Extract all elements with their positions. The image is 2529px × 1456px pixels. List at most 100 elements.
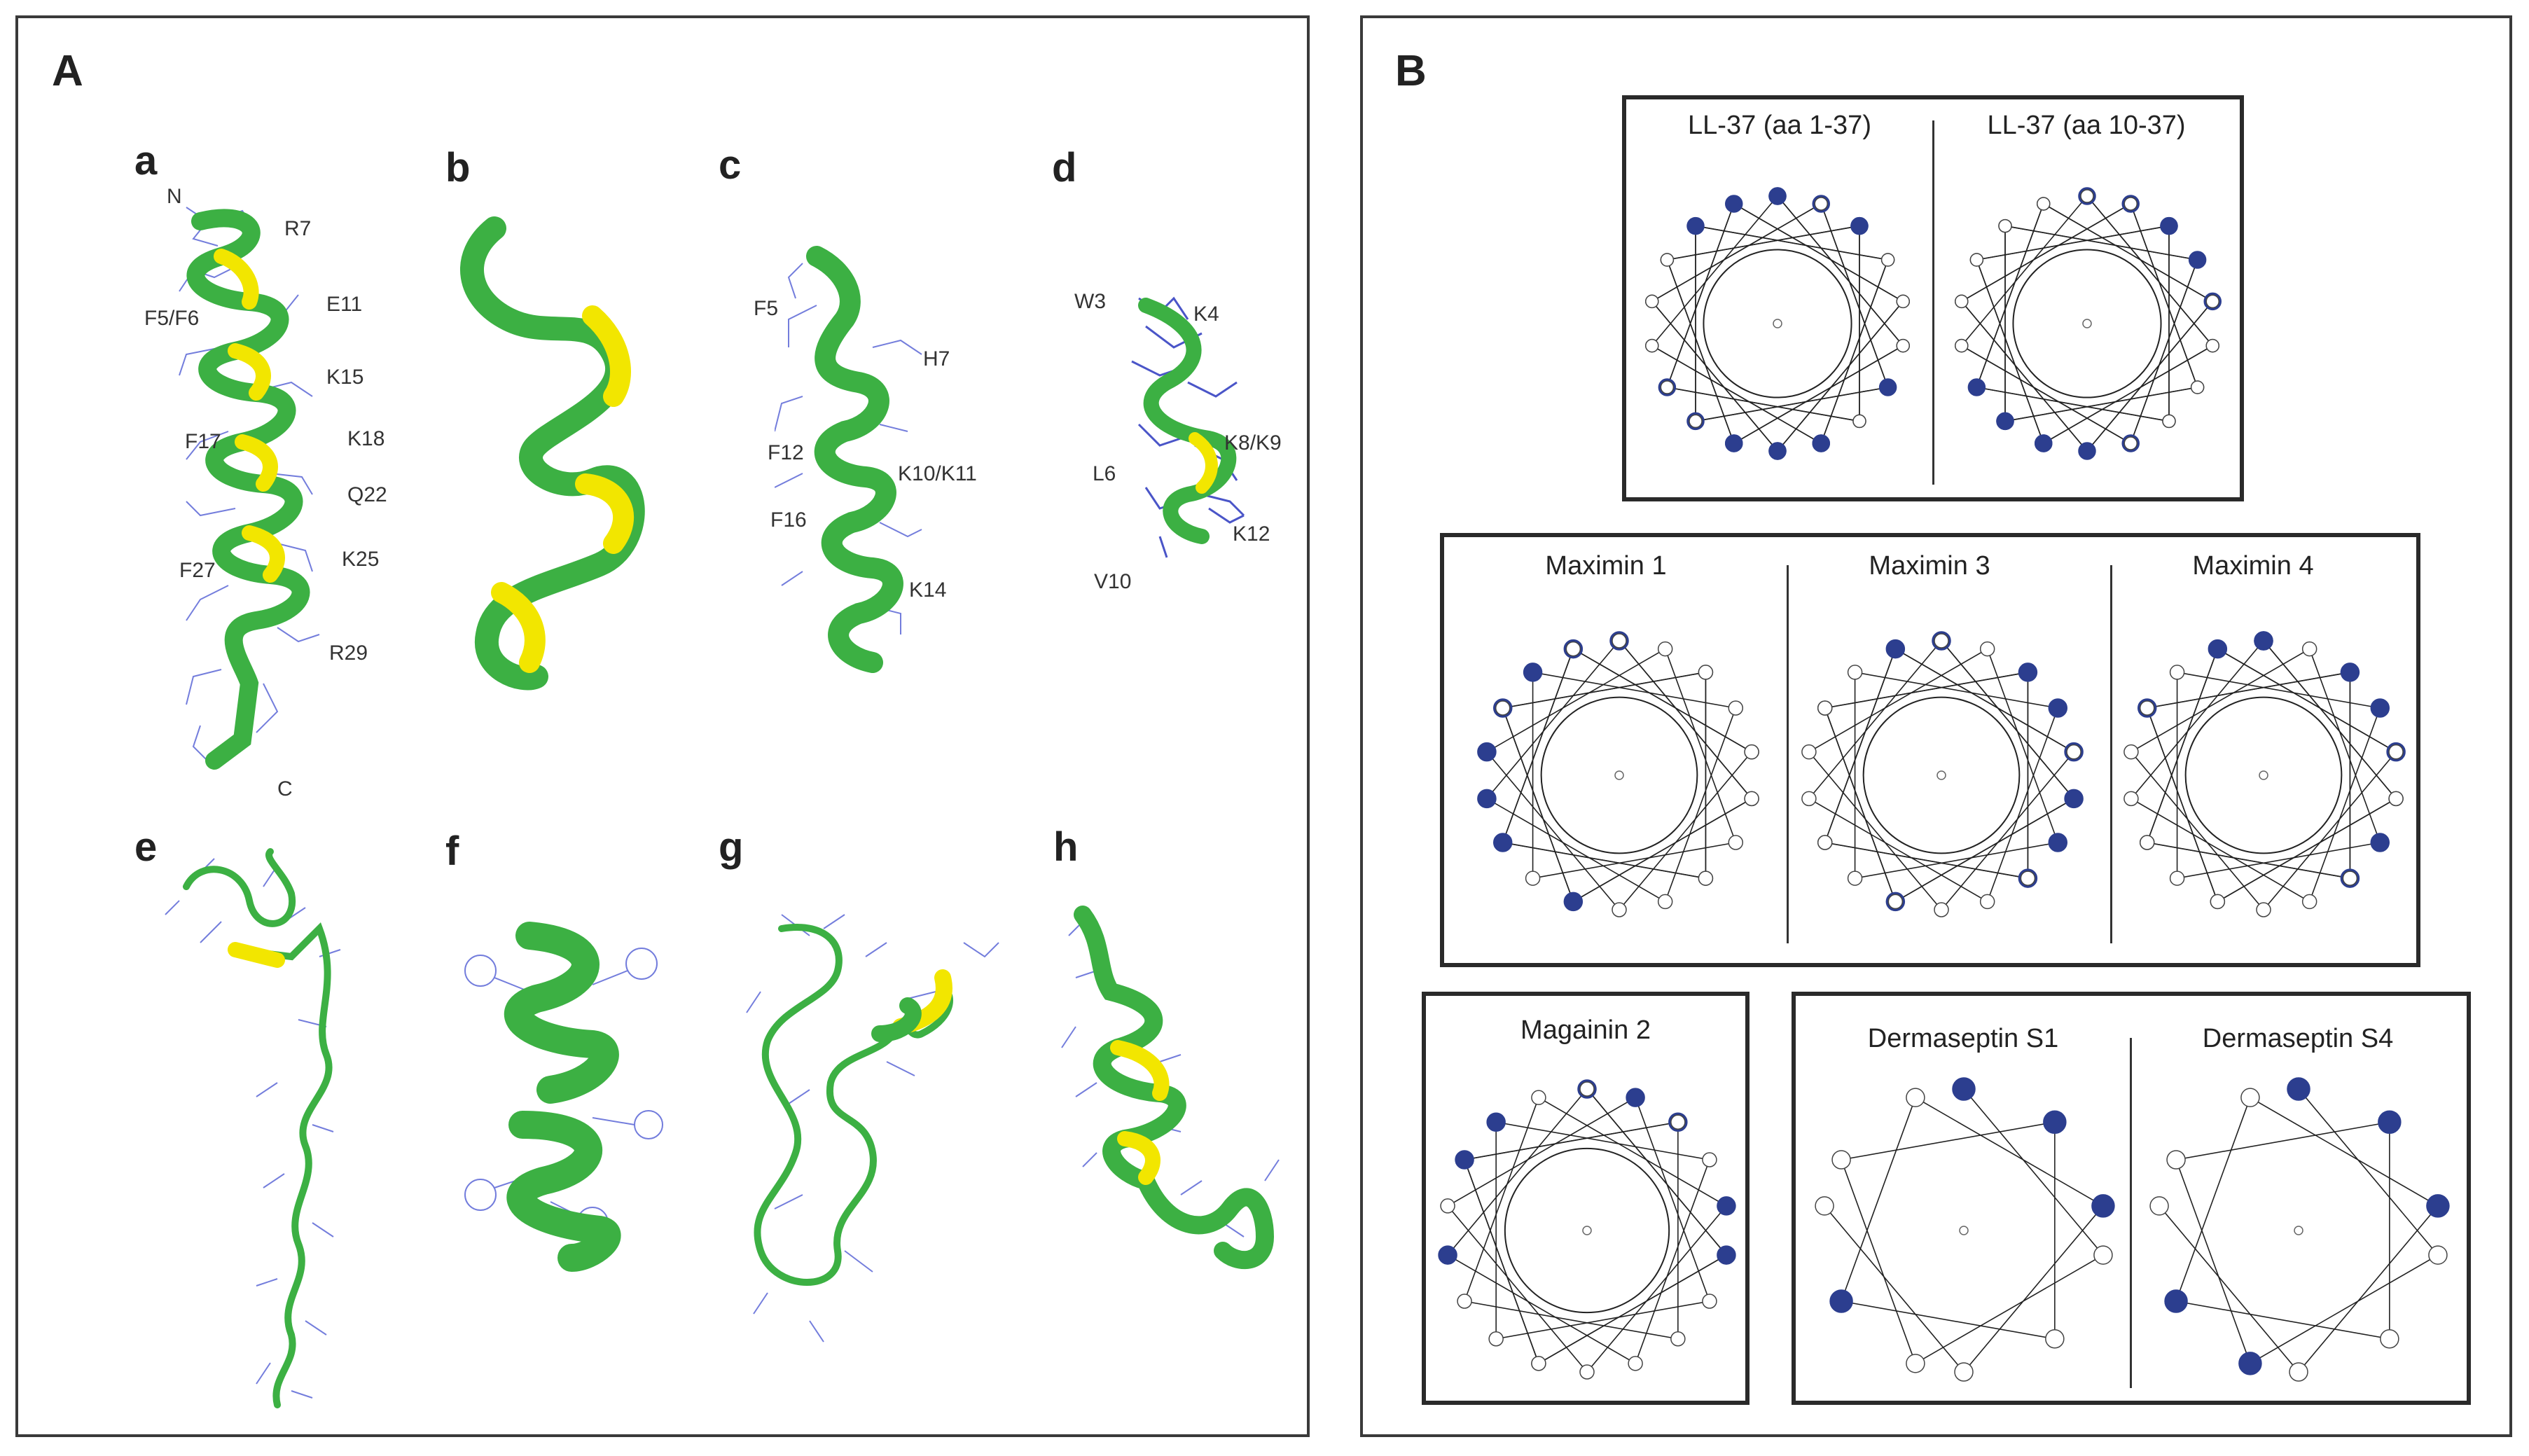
polar-residue <box>2169 871 2185 886</box>
wheel-connector <box>1667 387 1860 422</box>
helix-axis-icon <box>1614 770 1624 780</box>
structure-d-model <box>1131 296 1245 558</box>
polar-residue <box>2388 744 2404 760</box>
wheel-connector <box>2263 751 2397 910</box>
label-a-f17: F17 <box>185 430 221 453</box>
polar-residue <box>1815 1196 1834 1216</box>
label-d-w3: W3 <box>1074 290 1106 313</box>
wheel-connector <box>2004 387 2198 422</box>
label-d-l6: L6 <box>1093 462 1116 485</box>
wheel-inner-circle <box>1540 696 1698 854</box>
wheel-connector <box>1841 1121 2055 1160</box>
wheel-connector <box>1963 1205 2104 1373</box>
label-a-c: C <box>277 777 293 800</box>
wheel-connector <box>2043 203 2213 303</box>
wheel-connector <box>1961 195 2088 347</box>
wheel-connector <box>2175 1121 2390 1160</box>
wheel-connector <box>2130 259 2198 444</box>
hydrophobic-residue <box>2048 833 2068 852</box>
polar-residue <box>2205 338 2219 353</box>
hydrophobic-residue <box>1996 412 2014 431</box>
polar-residue <box>2388 791 2404 807</box>
hydrophobic-residue <box>2426 1194 2450 1218</box>
polar-residue <box>1698 665 1714 680</box>
structure-a-model <box>179 207 320 770</box>
structure-g-letter: g <box>719 824 744 870</box>
polar-residue <box>1579 1081 1595 1097</box>
wheel-connector <box>1651 203 1822 303</box>
wheel-connector <box>2086 300 2213 452</box>
helix-axis-icon <box>2294 1226 2303 1235</box>
helix-axis-icon <box>2082 319 2092 328</box>
wheel-connector <box>1915 1097 2104 1207</box>
polar-residue <box>2210 894 2226 910</box>
polar-residue <box>2037 197 2051 211</box>
polar-residue <box>2169 665 2185 680</box>
helical-wheel-dermaseptin-s1 <box>1815 1077 2115 1382</box>
wheel-connector <box>1855 842 2058 879</box>
wheel-connector <box>1619 751 1752 910</box>
wheel-connector <box>2217 648 2397 753</box>
polar-residue <box>1955 338 1969 353</box>
hydrophobic-residue <box>1952 1077 1976 1101</box>
panel-a: A a N R7 F5/F6 E11 K15 F17 K18 Q22 K25 F… <box>15 15 1310 1437</box>
hydrophobic-residue <box>2254 631 2273 651</box>
polar-residue <box>1612 902 1627 917</box>
maximin-group-box: Maximin 1 Maximin 3 Maximin 4 <box>1440 533 2420 967</box>
hydrophobic-residue <box>1477 789 1497 809</box>
polar-residue <box>1660 253 1675 267</box>
wheel-connector <box>2130 648 2310 753</box>
hydrophobic-residue <box>2035 434 2053 452</box>
wheel-connector <box>1486 751 1620 910</box>
polar-residue <box>1531 1356 1546 1371</box>
wheel-connector <box>1586 1205 1727 1373</box>
wheel-title-ll37-1-37: LL-37 (aa 1-37) <box>1688 111 1871 140</box>
wheel-connector <box>2147 842 2350 879</box>
polar-residue <box>2162 414 2176 429</box>
hydrophobic-residue <box>1850 216 1869 235</box>
polar-residue <box>2045 1329 2065 1349</box>
polar-residue <box>1702 1294 1717 1309</box>
wheel-connector <box>2004 225 2198 261</box>
wheel-connector <box>1841 1301 2055 1340</box>
structure-c-model <box>775 246 922 673</box>
helical-wheel-magainin-2 <box>1438 1079 1736 1380</box>
label-c-f12: F12 <box>768 441 804 464</box>
wheel-connector <box>2130 798 2310 903</box>
polar-residue <box>1955 294 1969 309</box>
wheel-connector <box>1986 649 2059 843</box>
hydrophobic-residue <box>1885 639 1906 659</box>
label-d-k12: K12 <box>1233 522 1270 546</box>
label-c-k10k11: K10/K11 <box>898 462 977 485</box>
wheel-connector <box>1824 649 1897 843</box>
wheel-connector <box>1808 640 1942 799</box>
ll37-group-box: LL-37 (aa 1-37) LL-37 (aa 10-37) <box>1622 95 2244 501</box>
polar-residue <box>1801 744 1817 760</box>
polar-residue <box>1801 791 1817 807</box>
structure-h-letter: h <box>1053 824 1079 870</box>
polar-residue <box>1698 871 1714 886</box>
wheel-connector <box>2177 842 2381 879</box>
wheel-connector <box>2130 203 2198 388</box>
polar-residue <box>1831 1150 1851 1170</box>
wheel-connector <box>1464 1301 1678 1340</box>
polar-residue <box>1525 871 1541 886</box>
helix-axis-icon <box>1773 319 1782 328</box>
helical-wheel-ll37-1-37 <box>1645 187 1910 460</box>
wheel-connector <box>2147 672 2350 709</box>
hydrophobic-residue <box>1725 195 1743 213</box>
polar-residue <box>1906 1354 1925 1373</box>
polar-residue <box>2080 189 2094 203</box>
wheel-connector <box>1961 345 2131 444</box>
label-a-e11: E11 <box>326 293 363 316</box>
wheel-inner-circle <box>2184 696 2343 854</box>
hydrophobic-residue <box>2064 789 2084 809</box>
hydrophobic-residue <box>2048 698 2068 718</box>
polar-residue <box>1817 700 1833 716</box>
wheel-connector <box>1447 1254 1636 1364</box>
polar-residue <box>2190 380 2205 394</box>
wheel-connector <box>1941 640 2074 799</box>
magainin-box: Magainin 2 <box>1422 992 1749 1405</box>
helical-wheel-maximin-3 <box>1801 631 2084 917</box>
wheel-connector <box>1486 648 1666 753</box>
